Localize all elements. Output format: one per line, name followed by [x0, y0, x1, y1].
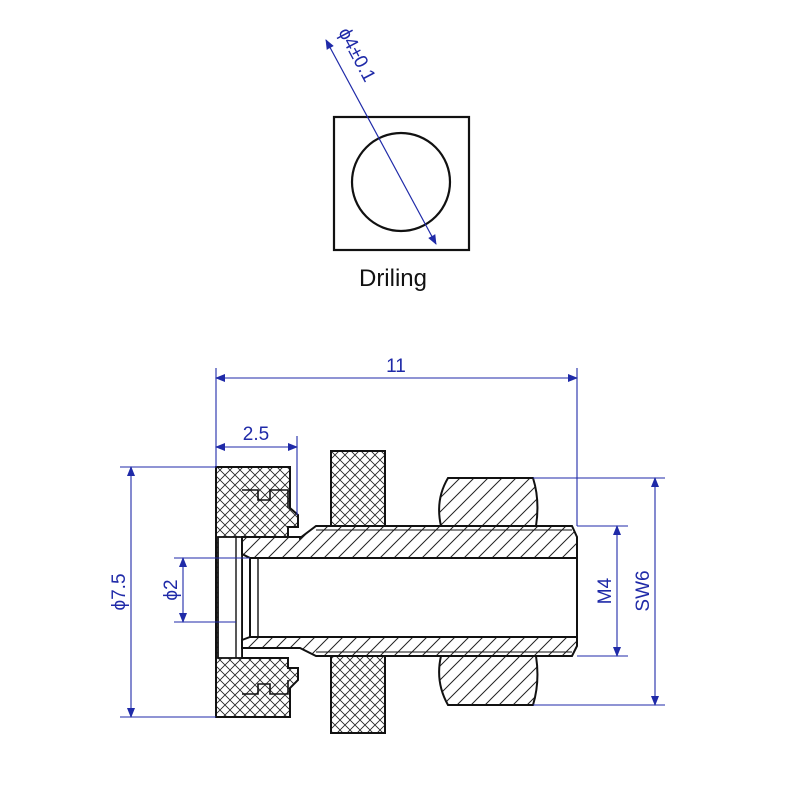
- panel-washer-bottom: [330, 655, 386, 734]
- hex-nut-bottom: [438, 655, 539, 706]
- thread-label: M4: [595, 577, 616, 604]
- assembly-section: 11 2.5 ϕ7.5 ϕ2 M4 SW6: [109, 356, 665, 734]
- hole-diameter-leader: [325, 39, 437, 245]
- bore-diameter-label: ϕ2: [161, 579, 182, 600]
- shaft-lower-wall: [241, 636, 578, 657]
- shaft-bore: [249, 557, 578, 638]
- drilling-detail: ϕ4±0.1 Driling: [325, 24, 471, 292]
- drilling-hole-circle: [350, 131, 452, 233]
- nut-size-label: SW6: [633, 570, 654, 611]
- hole-diameter-label: ϕ4±0.1: [334, 24, 380, 85]
- head-diameter-label: ϕ7.5: [109, 573, 130, 610]
- counterbore-lip: [217, 536, 243, 659]
- head-thickness-label: 2.5: [243, 424, 269, 445]
- hex-nut-top: [438, 477, 539, 527]
- drilling-caption: Driling: [359, 265, 427, 292]
- panel-washer-top: [330, 450, 386, 527]
- head-bottom-notch: [242, 680, 289, 695]
- shaft-upper-wall: [241, 525, 578, 559]
- overall-length-label: 11: [386, 356, 406, 377]
- head-top-notch: [242, 489, 289, 508]
